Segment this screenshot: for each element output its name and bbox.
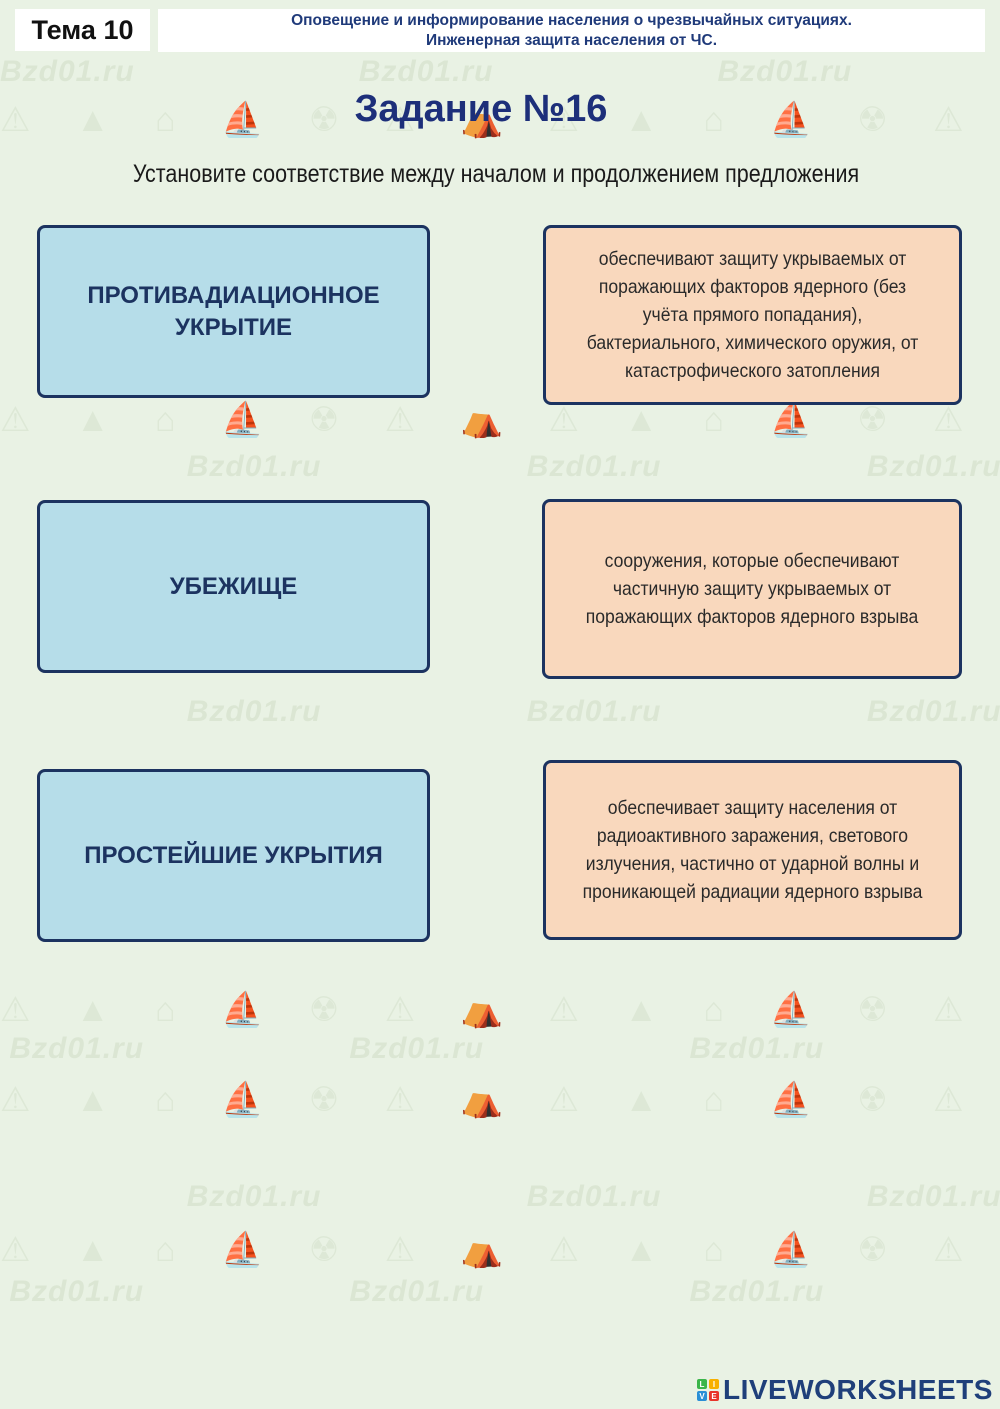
definition-text: сооружения, которые обеспечивают частичн… — [585, 550, 919, 628]
logo-square: E — [709, 1391, 719, 1401]
watermark-row: Bzd01.ru Bzd01.ru Bzd01.ru — [186, 450, 1000, 483]
watermark-row: Bzd01.ru Bzd01.ru Bzd01.ru — [9, 1032, 825, 1065]
term-box-2[interactable]: УБЕЖИЩЕ — [37, 500, 430, 673]
term-box-1[interactable]: ПРОТИВАДИАЦИОННОЕ УКРЫТИЕ — [37, 225, 430, 398]
term-label: ПРОТИВАДИАЦИОННОЕ — [87, 281, 380, 309]
term-box-3[interactable]: ПРОСТЕЙШИЕ УКРЫТИЯ — [37, 769, 430, 942]
term-label: УБЕЖИЩЕ — [169, 572, 298, 600]
definition-box-3[interactable]: обеспечивает защиту населения от радиоак… — [543, 760, 962, 940]
topic-title-line1: Оповещение и информирование населения о … — [291, 11, 852, 29]
watermark-icons: ⚠ ▲ ⌂ ⛵ ☢ ⚠ ⛺ ⚠ ▲ ⌂ ⛵ ☢ ⚠ ⛺ ⚠ ▲ ⌂ ⛵ ☢ ⚠ … — [0, 1081, 1000, 1119]
task-title: Задание №16 — [354, 88, 608, 130]
definition-text: обеспечивают защиту укрываемых от поража… — [586, 248, 919, 382]
term-label: ПРОСТЕЙШИЕ УКРЫТИЯ — [84, 841, 383, 869]
watermark-row: Bzd01.ru Bzd01.ru Bzd01.ru — [0, 55, 853, 88]
topic-title-line2: Инженерная защита населения от ЧС. — [425, 31, 718, 49]
liveworksheets-logo: L I V E LIVEWORKSHEETS — [697, 1374, 993, 1406]
topic-label: Тема 10 — [31, 14, 134, 45]
definition-box-1[interactable]: обеспечивают защиту укрываемых от поража… — [543, 225, 962, 405]
watermark-row: Bzd01.ru Bzd01.ru Bzd01.ru — [186, 695, 1000, 728]
watermark-icons: ⚠ ▲ ⌂ ⛵ ☢ ⚠ ⛺ ⚠ ▲ ⌂ ⛵ ☢ ⚠ ⛺ ⚠ ▲ ⌂ ⛵ ☢ ⚠ … — [0, 401, 1000, 439]
logo-text: LIVEWORKSHEETS — [723, 1374, 993, 1405]
watermark-row: Bzd01.ru Bzd01.ru Bzd01.ru — [186, 1180, 1000, 1213]
logo-squares-icon: L I V E — [697, 1379, 719, 1401]
topic-badge: Тема 10 — [15, 9, 150, 51]
logo-square: L — [697, 1379, 707, 1389]
task-instruction: Установите соответствие между началом и … — [132, 160, 860, 188]
topic-title: Оповещение и информирование населения о … — [158, 9, 985, 52]
logo-square: I — [709, 1379, 719, 1389]
logo-square: V — [697, 1391, 707, 1401]
watermark-icons: ⚠ ▲ ⌂ ⛵ ☢ ⚠ ⛺ ⚠ ▲ ⌂ ⛵ ☢ ⚠ ⛺ ⚠ ▲ ⌂ ⛵ ☢ ⚠ … — [0, 1231, 1000, 1269]
definition-text: обеспечивает защиту населения от радиоак… — [582, 797, 923, 903]
watermark-row: Bzd01.ru Bzd01.ru Bzd01.ru — [9, 1275, 825, 1308]
term-label: УКРЫТИЕ — [174, 313, 292, 341]
watermark-icons: ⚠ ▲ ⌂ ⛵ ☢ ⚠ ⛺ ⚠ ▲ ⌂ ⛵ ☢ ⚠ ⛺ ⚠ ▲ ⌂ ⛵ ☢ ⚠ … — [0, 991, 1000, 1029]
definition-box-2[interactable]: сооружения, которые обеспечивают частичн… — [542, 499, 962, 679]
